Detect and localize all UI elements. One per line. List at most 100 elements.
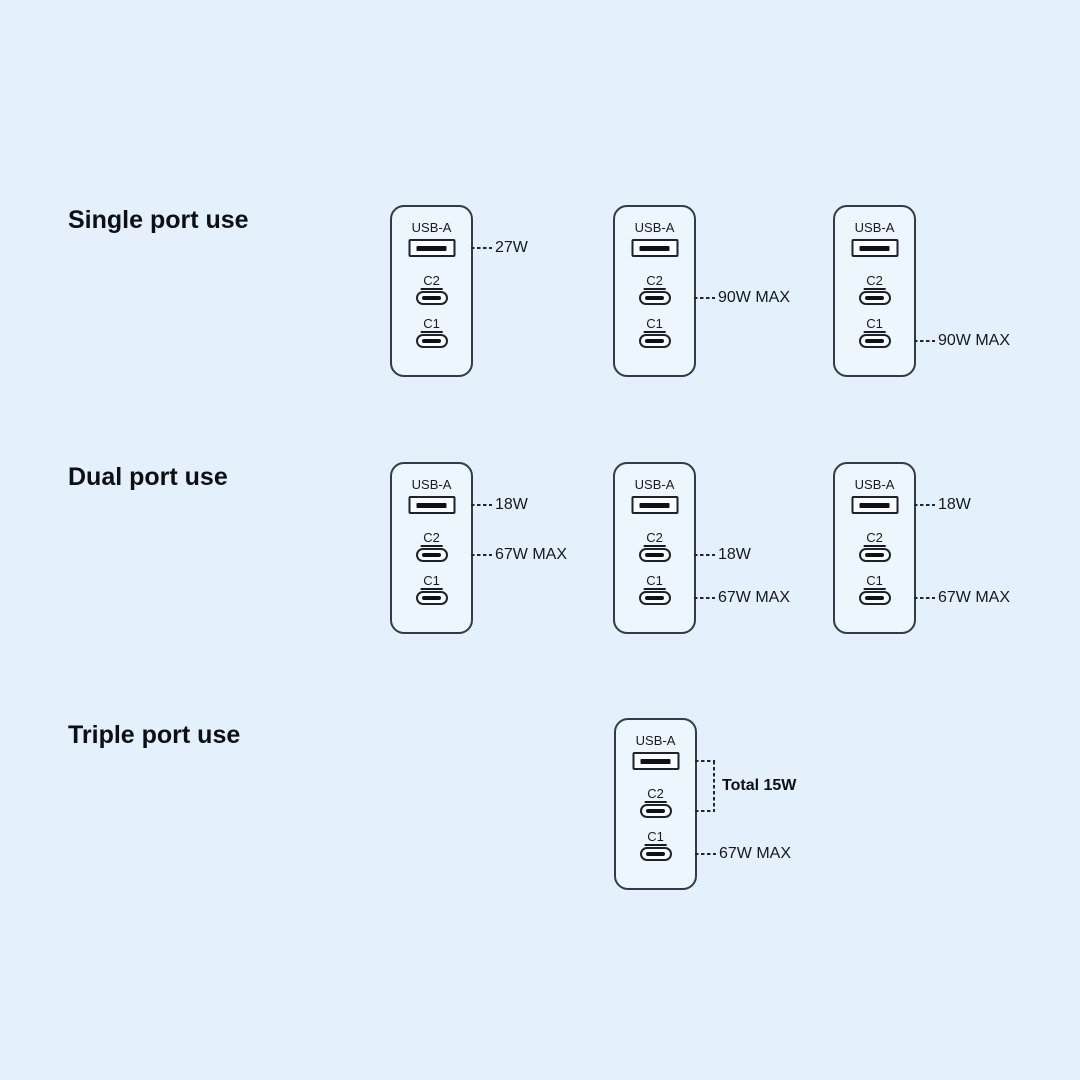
power-annotation-c2: 18W	[694, 545, 751, 565]
usb-c-pin	[422, 596, 441, 600]
usb-a-port-label: USB-A	[854, 477, 895, 492]
total-power-annotation: Total 15W	[722, 777, 797, 794]
usb-c1-port	[858, 334, 891, 348]
usb-c-pin	[646, 809, 665, 813]
usb-c-pin	[865, 596, 884, 600]
c1-port-label: C1	[643, 573, 666, 590]
usb-a-port	[851, 239, 898, 257]
charger-device: USB-A C2 C1 18W 67W MAX	[833, 462, 1010, 634]
bracket-leader-line-top	[695, 760, 715, 762]
usb-c-pin	[422, 296, 441, 300]
power-annotation-c2: 67W MAX	[471, 545, 567, 565]
c2-port-label: C2	[863, 273, 886, 290]
usb-c-pin	[422, 339, 441, 343]
dash-leader-line	[694, 297, 715, 299]
section-title-single: Single port use	[68, 206, 249, 234]
power-value: 67W MAX	[938, 589, 1011, 606]
usb-a-pin	[416, 245, 447, 251]
usb-c2-port	[858, 291, 891, 305]
usb-c2-port	[639, 804, 672, 818]
usb-a-pin	[859, 502, 890, 508]
usb-c1-port	[415, 334, 448, 348]
power-value: 90W MAX	[718, 289, 791, 306]
usb-a-pin	[639, 502, 670, 508]
usb-c1-port	[638, 334, 671, 348]
c1-port-label: C1	[863, 573, 886, 590]
power-annotation-usb-a: 27W	[471, 238, 528, 258]
usb-c2-port	[415, 548, 448, 562]
section-title-dual: Dual port use	[68, 463, 228, 491]
dash-leader-line	[471, 554, 492, 556]
usb-a-port-label: USB-A	[854, 220, 895, 235]
power-value: 18W	[718, 546, 751, 563]
power-value: 67W MAX	[495, 546, 568, 563]
power-annotation-usb-a: 18W	[914, 495, 971, 515]
c1-port-label: C1	[643, 316, 666, 333]
usb-c2-port	[858, 548, 891, 562]
power-annotation-c1: 67W MAX	[694, 588, 790, 608]
usb-a-port-label: USB-A	[634, 477, 675, 492]
usb-c2-port	[415, 291, 448, 305]
usb-c1-port	[639, 847, 672, 861]
usb-a-port	[408, 496, 455, 514]
charger-device: USB-A C2 C1 18W 67W MAX	[390, 462, 567, 634]
power-value: 27W	[495, 239, 528, 256]
usb-a-pin	[639, 245, 670, 251]
c1-port-label: C1	[644, 829, 667, 846]
power-annotation-c1: 67W MAX	[695, 844, 791, 864]
bracket-leader-line-bottom	[695, 810, 715, 812]
usb-a-pin	[416, 502, 447, 508]
c2-port-label: C2	[644, 786, 667, 803]
usb-c-pin	[645, 553, 664, 557]
power-value: 90W MAX	[938, 332, 1011, 349]
usb-c-pin	[422, 553, 441, 557]
c2-port-label: C2	[863, 530, 886, 547]
usb-a-port-label: USB-A	[411, 477, 452, 492]
usb-c-pin	[645, 339, 664, 343]
section-title-triple: Triple port use	[68, 721, 241, 749]
power-value: 18W	[495, 496, 528, 513]
charger-device: USB-A C2 C1 90W MAX	[613, 205, 790, 377]
power-value: 67W MAX	[718, 589, 791, 606]
charger-device: USB-A C2 C1 27W	[390, 205, 528, 377]
usb-a-pin	[859, 245, 890, 251]
usb-c-pin	[645, 296, 664, 300]
bracket-leader-line-vertical	[713, 761, 715, 811]
dash-leader-line	[914, 597, 935, 599]
dash-leader-line	[694, 554, 715, 556]
dash-leader-line	[914, 340, 935, 342]
usb-a-port	[851, 496, 898, 514]
usb-a-port	[632, 752, 679, 770]
usb-a-pin	[640, 758, 671, 764]
c1-port-label: C1	[420, 573, 443, 590]
c2-port-label: C2	[643, 273, 666, 290]
usb-c2-port	[638, 291, 671, 305]
usb-a-port	[631, 496, 678, 514]
usb-a-port	[631, 239, 678, 257]
dash-leader-line	[695, 853, 716, 855]
dash-leader-line	[914, 504, 935, 506]
power-annotation-c2: 90W MAX	[694, 288, 790, 308]
usb-a-port-label: USB-A	[634, 220, 675, 235]
power-annotation-c1: 67W MAX	[914, 588, 1010, 608]
power-annotation-c1: 90W MAX	[914, 331, 1010, 351]
power-value: 18W	[938, 496, 971, 513]
c2-port-label: C2	[643, 530, 666, 547]
usb-c-pin	[865, 296, 884, 300]
c2-port-label: C2	[420, 530, 443, 547]
dash-leader-line	[694, 597, 715, 599]
usb-c2-port	[638, 548, 671, 562]
power-annotation-usb-a: 18W	[471, 495, 528, 515]
usb-c1-port	[858, 591, 891, 605]
dash-leader-line	[471, 247, 492, 249]
c2-port-label: C2	[420, 273, 443, 290]
charger-device: USB-A C2 C1 Total 15W 67W MAX	[614, 718, 796, 890]
charger-device: USB-A C2 C1 90W MAX	[833, 205, 1010, 377]
c1-port-label: C1	[420, 316, 443, 333]
c1-port-label: C1	[863, 316, 886, 333]
usb-c-pin	[865, 339, 884, 343]
usb-c-pin	[645, 596, 664, 600]
usb-a-port-label: USB-A	[411, 220, 452, 235]
usb-a-port-label: USB-A	[635, 733, 676, 748]
